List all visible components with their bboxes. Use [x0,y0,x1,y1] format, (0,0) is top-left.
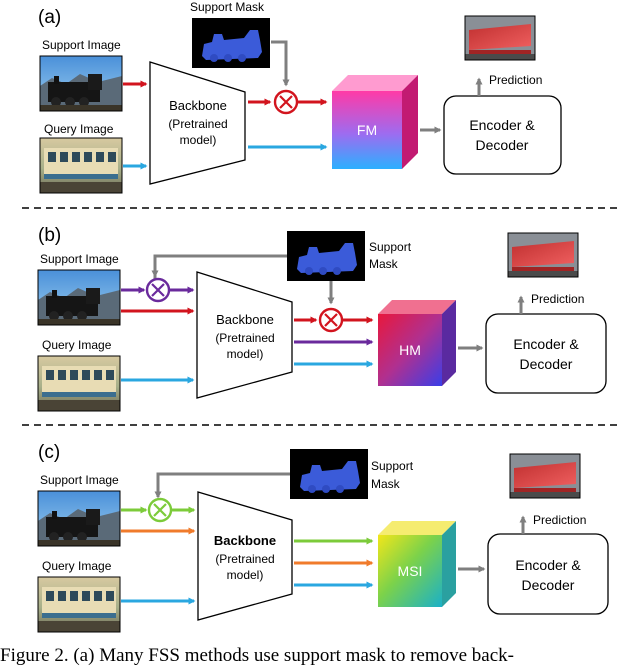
panel-b: (b) Support Mask Support Image Query Ima… [37,225,607,412]
panel-c-mask-arrow [154,472,290,499]
panel-c-ed-line2: Decoder [522,577,575,593]
panel-a-tag: (a) [38,7,61,28]
panel-b-support-mask-line1: Support [369,240,412,254]
panel-b-encoder-decoder [485,313,607,394]
panel-a-backbone [149,61,246,185]
panel-c-backbone [197,491,293,621]
panel-a-ed-line2: Decoder [476,137,529,153]
panel-c-prediction-label: Prediction [533,513,586,527]
panel-b-query-image [37,355,121,412]
panel-a-fm-cube [332,75,418,169]
panel-a-query-image [39,137,123,194]
panel-a-support-mask-label: Support Mask [190,0,265,14]
panel-c-support-image [37,490,121,547]
panel-c-ed-line1: Encoder & [515,557,581,573]
panel-c-support-image-label: Support Image [40,473,119,487]
panel-c-query-image-label: Query Image [42,559,112,573]
panel-b-prediction-label: Prediction [531,292,584,306]
panel-c-encoder-decoder [487,533,609,615]
panel-a-prediction-image [464,15,536,61]
panel-a-backbone-sub1: (Pretrained [168,117,227,131]
panel-a-prediction-label: Prediction [489,73,542,87]
panel-b-ed-line2: Decoder [520,356,573,372]
panel-c: (c) Support Mask Support Image Query Ima… [37,442,609,633]
panel-a-cube-label: FM [357,122,377,138]
panel-c-tag: (c) [38,442,60,463]
panel-b-backbone-sub1: (Pretrained [215,331,274,345]
panel-c-support-mask-line1: Support [371,459,414,473]
panel-b-prediction-image [507,232,579,278]
panel-b-backbone [196,271,293,399]
panel-a-backbone-sub2: model) [180,133,217,147]
panel-b-support-mask-line2: Mask [369,257,399,271]
panel-a-query-image-label: Query Image [44,122,114,136]
figure-caption: Figure 2. (a) Many FSS methods use suppo… [0,645,514,666]
panel-a-mask-arrow [271,40,290,87]
panel-c-support-mask-image [290,449,368,499]
panel-c-cube-label: MSI [398,563,423,579]
panel-c-msi-cube [378,521,456,607]
panel-c-query-image [37,576,121,633]
panel-b-backbone-sub2: model) [227,347,264,361]
panel-c-backbone-title: Backbone [214,533,276,548]
panel-a-backbone-title: Backbone [169,98,227,113]
panel-b-query-image-label: Query Image [42,338,112,352]
panel-b-ed-line1: Encoder & [513,336,579,352]
panel-a-support-image-label: Support Image [42,38,121,52]
panel-b-hm-cube [378,300,456,386]
method-comparison-figure: (a) Support Mask Support Image Query Ima… [22,0,622,633]
panel-b-tag: (b) [38,225,61,246]
panel-a-support-mask-image [192,18,270,68]
panel-c-prediction-image [509,453,581,499]
panel-b-cube-label: HM [399,342,421,358]
panel-c-backbone-sub2: model) [227,568,264,582]
panel-a: (a) Support Mask Support Image Query Ima… [38,0,562,194]
panel-a-support-image [39,55,123,112]
panel-b-backbone-title: Backbone [216,312,274,327]
panel-c-backbone-sub1: (Pretrained [215,552,274,566]
panel-a-ed-line1: Encoder & [469,117,535,133]
panel-a-encoder-decoder [443,95,562,175]
panel-c-support-mask-line2: Mask [371,477,401,491]
panel-b-support-mask-image [287,231,365,281]
panel-b-support-image-label: Support Image [40,252,119,266]
panel-b-support-image [37,269,121,326]
